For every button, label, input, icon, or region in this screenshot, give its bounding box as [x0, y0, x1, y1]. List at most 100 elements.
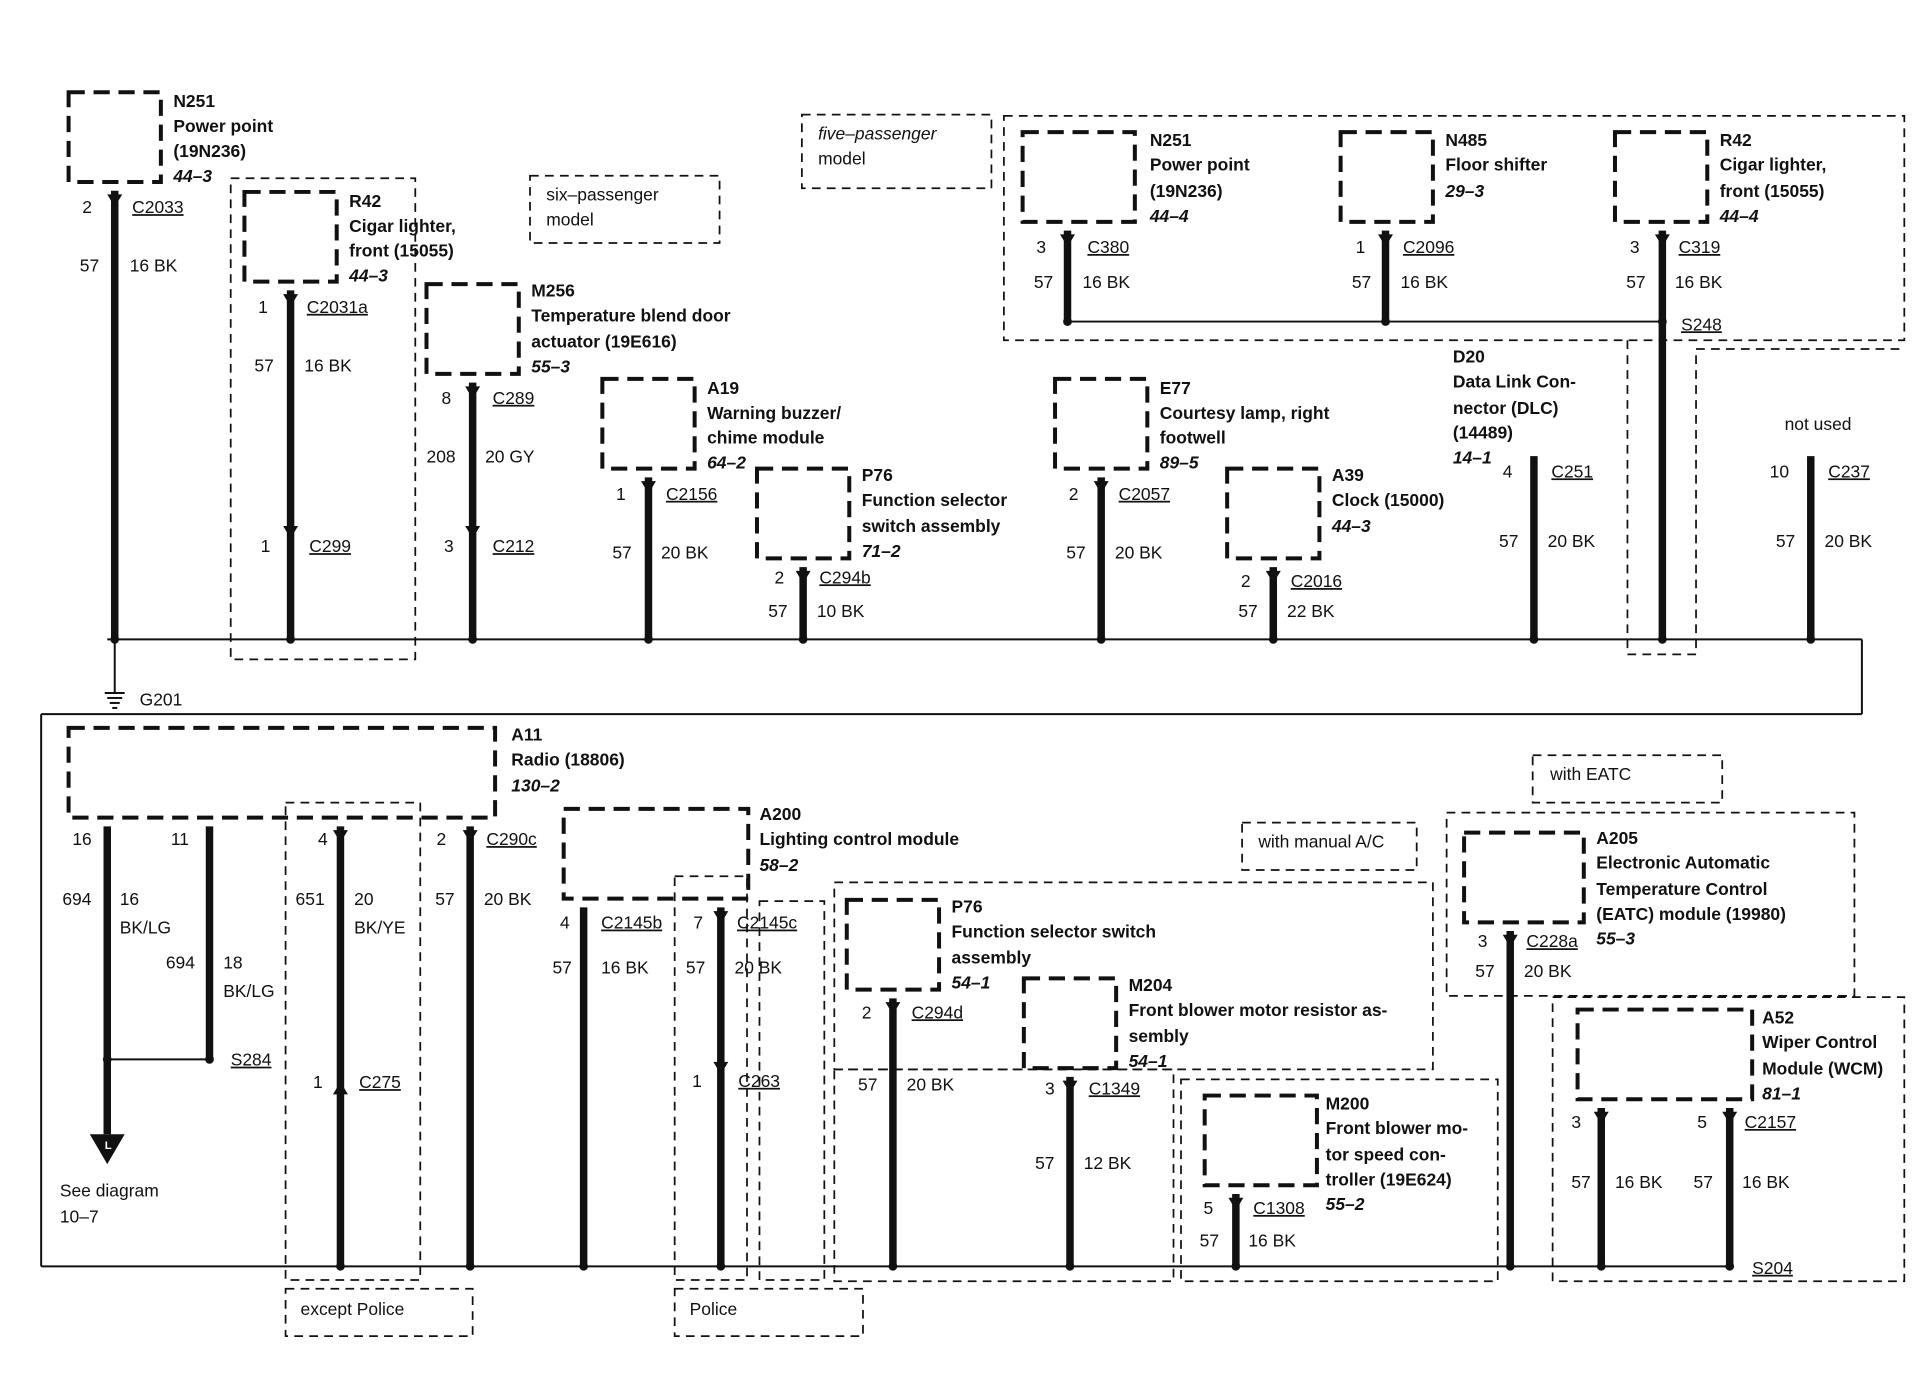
- component-ref: 29–3: [1444, 181, 1484, 201]
- wire-circuit: 694: [166, 952, 195, 972]
- wire-circuit: 57: [80, 256, 99, 276]
- connector-c212: C212: [493, 536, 535, 556]
- connector-c2156: C2156: [666, 484, 717, 504]
- component-r42-b: R42 Cigar lighter, front (15055) 44–4: [1719, 130, 1827, 226]
- wire-gauge: 16 BK: [1675, 272, 1723, 292]
- wire-circuit: 651: [296, 889, 325, 909]
- pin-labels: 16 11 4 3: [72, 829, 1581, 1132]
- pin-number: 3: [1571, 1112, 1581, 1132]
- component-p76-b: P76 Function selector switch assembly 54…: [952, 896, 1157, 992]
- pin-number: 2: [1069, 484, 1079, 504]
- component-desc: tor speed con-: [1326, 1144, 1446, 1164]
- pin-number: 1: [692, 1071, 702, 1091]
- connector-c228a: C228a: [1526, 931, 1578, 951]
- component-e77: E77 Courtesy lamp, right footwell 89–5: [1160, 378, 1330, 473]
- connector-c2016: C2016: [1291, 571, 1342, 591]
- wire-circuit: 57: [435, 889, 454, 909]
- pin-number: 2: [862, 1002, 872, 1022]
- component-n251-a: N251 Power point (19N236) 44–3: [172, 91, 273, 186]
- pin-number: 7: [693, 913, 703, 933]
- arrow-marker: L: [105, 1140, 112, 1152]
- component-desc: (14489): [1453, 423, 1513, 443]
- component-desc: Cigar lighter,: [349, 216, 456, 236]
- component-desc: sembly: [1129, 1026, 1189, 1046]
- component-desc: Electronic Automatic: [1596, 853, 1770, 873]
- five-passenger-label-1: five–passenger: [818, 124, 937, 144]
- component-ref: 44–4: [1719, 206, 1759, 226]
- wire-circuit: 57: [1499, 531, 1518, 551]
- component-n251-b: N251 Power point (19N236) 44–4: [1149, 130, 1250, 226]
- component-desc: Lighting control module: [759, 829, 959, 849]
- component-desc: (19N236): [173, 141, 246, 161]
- pin-number: 2: [436, 829, 446, 849]
- pin-number: 1: [1356, 237, 1366, 257]
- component-desc: Wiper Control: [1762, 1032, 1877, 1052]
- component-id: N251: [1150, 130, 1192, 150]
- wire-gauge: 22 BK: [1287, 601, 1335, 621]
- component-desc: Temperature Control: [1596, 879, 1767, 899]
- wire-circuit: 694: [62, 889, 91, 909]
- component-ref: 55–3: [1596, 929, 1635, 949]
- component-id: A200: [759, 804, 801, 824]
- component-a205: A205 Electronic Automatic Temperature Co…: [1596, 828, 1786, 949]
- splice-s284: S284: [231, 1050, 272, 1070]
- component-desc: chime module: [707, 428, 825, 448]
- with-eatc-label: with EATC: [1549, 764, 1631, 784]
- component-a52: A52 Wiper Control Module (WCM) 81–1: [1762, 1007, 1883, 1103]
- component-ref: 81–1: [1762, 1083, 1801, 1103]
- connector-labels: 2 C2033 1 C2031a 1 C299 8 C289 3 C212 1 …: [82, 197, 1870, 1218]
- component-desc: Power point: [173, 116, 273, 136]
- connector-c2031a: C2031a: [307, 297, 368, 317]
- pin-number: 1: [313, 1072, 323, 1092]
- pin-number: 8: [441, 388, 451, 408]
- wire-circuit: 57: [768, 601, 787, 621]
- pin-number: 3: [1630, 237, 1640, 257]
- connector-c263: C263: [738, 1071, 780, 1091]
- wire-circuit: 57: [1200, 1230, 1219, 1250]
- connector-c299: C299: [309, 536, 351, 556]
- see-diagram-label-1: See diagram: [60, 1181, 159, 1201]
- wire-gauge: 18: [223, 952, 242, 972]
- connector-c294b: C294b: [819, 567, 870, 587]
- wire-gauge: 20: [354, 889, 374, 909]
- wire-circuit: 57: [612, 542, 631, 562]
- component-ref: 55–3: [531, 357, 570, 377]
- component-id: P76: [862, 465, 893, 485]
- wire-circuit: 57: [1035, 1153, 1054, 1173]
- six-passenger-label-1: six–passenger: [546, 185, 659, 205]
- component-m204: M204 Front blower motor resistor as- sem…: [1129, 975, 1388, 1071]
- component-id: M256: [531, 281, 575, 301]
- wire-gauge: 16 BK: [130, 256, 178, 276]
- wire-gauge: 20 BK: [907, 1075, 955, 1095]
- wire-circuit: 57: [1571, 1172, 1590, 1192]
- component-id: A205: [1596, 828, 1638, 848]
- connector-c2033: C2033: [132, 197, 183, 217]
- connector-c2145b: C2145b: [601, 913, 662, 933]
- component-id: A52: [1762, 1007, 1794, 1027]
- wire-gauge: BK/YE: [354, 918, 405, 938]
- component-r42-a: R42 Cigar lighter, front (15055) 44–3: [348, 191, 456, 286]
- pin-number: 2: [1241, 571, 1251, 591]
- connector-c289: C289: [493, 388, 535, 408]
- component-ref: 89–5: [1160, 453, 1199, 473]
- pin-number: 5: [1203, 1198, 1213, 1218]
- component-desc: (EATC) module (19980): [1596, 904, 1786, 924]
- connector-c1349: C1349: [1089, 1078, 1140, 1098]
- wire-labels: 57 16 BK 57 16 BK 208 20 GY 57 20 BK 57 …: [62, 256, 1872, 1251]
- pin-number: 11: [171, 829, 189, 849]
- not-used-label: not used: [1785, 414, 1852, 434]
- connector-c2096: C2096: [1403, 237, 1454, 257]
- wire-circuit: 57: [686, 957, 705, 977]
- component-desc: Temperature blend door: [531, 306, 731, 326]
- component-desc: actuator (19E616): [531, 332, 676, 352]
- pin-number: 4: [318, 829, 328, 849]
- splice-dots: [102, 317, 1816, 1271]
- component-ref: 54–1: [1129, 1051, 1168, 1071]
- component-a19: A19 Warning buzzer/ chime module 64–2: [707, 378, 841, 473]
- group-boxes: [229, 113, 1906, 1337]
- component-id: A19: [707, 378, 739, 398]
- connector-c294d: C294d: [912, 1002, 963, 1022]
- pin-number: 2: [774, 567, 784, 587]
- six-passenger-label-2: model: [546, 210, 594, 230]
- component-id: M200: [1326, 1093, 1370, 1113]
